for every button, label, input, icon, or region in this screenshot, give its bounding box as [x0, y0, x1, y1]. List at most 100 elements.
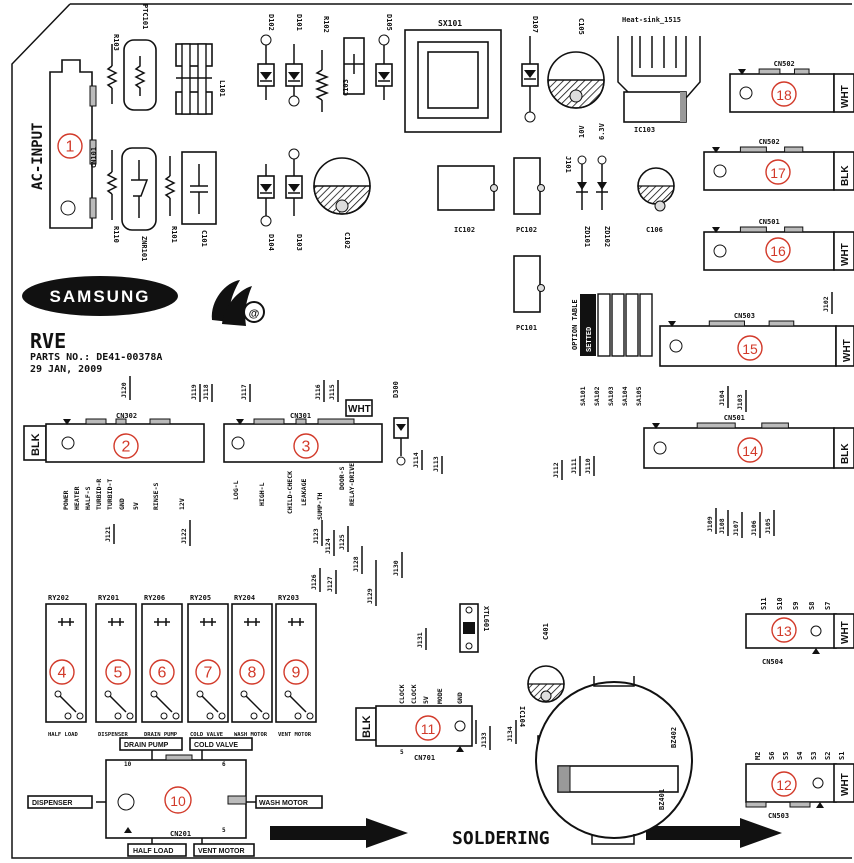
svg-text:S2: S2	[824, 752, 832, 760]
jumper-label: J120	[120, 382, 128, 398]
marker-6: 6	[149, 659, 175, 685]
jumper-label: J114	[412, 452, 420, 468]
marker-number: 1	[66, 139, 75, 156]
svg-text:D103: D103	[295, 234, 303, 251]
svg-text:DRAIN PUMP: DRAIN PUMP	[124, 742, 169, 749]
heat-sink: Heat-sink_1515 IC103	[617, 16, 701, 134]
marker-9: 9	[283, 659, 309, 685]
svg-text:IC104: IC104	[518, 706, 526, 727]
marker-number: 5	[114, 665, 123, 682]
svg-text:PC101: PC101	[516, 324, 537, 332]
cn301-pin-label: LEAKAGE	[300, 479, 308, 506]
svg-text:WHT: WHT	[840, 773, 851, 796]
cn302-pin-label: TURBID-T	[106, 479, 114, 510]
ac-input-connector: AC-INPUT CN101	[30, 59, 98, 229]
marker-13: 13	[771, 617, 797, 643]
svg-text:CN201: CN201	[170, 830, 191, 838]
svg-text:C101: C101	[200, 230, 208, 247]
svg-text:Heat-sink_1515: Heat-sink_1515	[622, 16, 681, 24]
switch-label: SA105	[635, 386, 643, 406]
brand-text: SAMSUNG	[50, 287, 151, 306]
cn302-pin-label: POWER	[62, 490, 70, 510]
svg-text:C102: C102	[343, 232, 351, 249]
marker-number: 8	[248, 665, 257, 682]
marker-number: 2	[122, 439, 131, 456]
marker-number: 6	[158, 665, 167, 682]
marker-18: 18	[771, 81, 797, 107]
relay-label: DRAIN PUMP	[144, 732, 178, 738]
svg-text:S5: S5	[782, 752, 790, 760]
bz401-buzzer: BZ402 BZ401	[535, 676, 693, 845]
cn301-pin-label: CHILD-CHECK	[286, 471, 294, 514]
marker-2: 2	[113, 433, 139, 459]
jumper-label: J134	[506, 726, 514, 742]
jumper-label: J133	[480, 732, 488, 748]
svg-text:D104: D104	[267, 234, 275, 251]
svg-text:C106: C106	[646, 226, 663, 234]
marker-number: 14	[742, 443, 758, 459]
marker-number: 9	[292, 665, 301, 682]
svg-text:SX101: SX101	[438, 19, 462, 28]
marker-7: 7	[195, 659, 221, 685]
jumper-label: J117	[240, 384, 248, 400]
cn301-pin-label: RELAY-DRIVE	[348, 463, 356, 506]
svg-text:S4: S4	[796, 752, 804, 760]
ic102: IC102	[437, 165, 498, 234]
jumper-label: J105	[764, 518, 772, 534]
cn302-pin-label: GND	[118, 498, 126, 510]
marker-11: 11	[415, 715, 441, 741]
marker-number: 12	[776, 777, 792, 793]
svg-text:DISPENSER: DISPENSER	[32, 800, 72, 807]
svg-text:WHT: WHT	[348, 404, 371, 415]
jumper-label: J109	[706, 516, 714, 532]
svg-text:5: 5	[222, 827, 226, 834]
svg-text:R103: R103	[112, 34, 120, 51]
svg-text:L101: L101	[218, 80, 226, 97]
marker-number: 11	[421, 721, 436, 737]
relay-ref: RY201	[98, 594, 119, 602]
marker-5: 5	[105, 659, 131, 685]
marker-14: 14	[737, 437, 763, 463]
svg-text:5: 5	[400, 749, 404, 756]
jumper-label: J110	[584, 458, 592, 474]
svg-text:10: 10	[124, 761, 132, 768]
relay-label: WASH MOTOR	[234, 732, 268, 738]
svg-text:D107: D107	[531, 16, 539, 33]
svg-text:R101: R101	[170, 226, 178, 243]
cn701-pin-label: 5V	[422, 696, 430, 704]
svg-text:CN503: CN503	[768, 812, 789, 820]
svg-text:PC102: PC102	[516, 226, 537, 234]
d105: D105	[375, 14, 393, 100]
jumper-label: J104	[718, 390, 726, 406]
parts-no-text: PARTS NO.: DE41-00378A	[30, 352, 162, 363]
marker-number: 15	[742, 341, 758, 357]
svg-text:SETTED: SETTED	[586, 327, 594, 352]
r103: R103	[106, 34, 120, 104]
c102-capacitor: C102	[313, 157, 371, 249]
svg-text:S9: S9	[792, 602, 800, 610]
xtl601-crystal: XTL601	[459, 603, 490, 653]
connector-color: WHT	[842, 339, 853, 362]
svg-text:R110: R110	[112, 226, 120, 243]
svg-text:WHT: WHT	[840, 621, 851, 644]
cn503-connector: WHT CN503 M2 S6 S5 S4 S3 S2 S1	[745, 752, 854, 820]
ac-input-label: AC-INPUT	[30, 123, 46, 190]
svg-text:D102: D102	[267, 14, 275, 31]
jumper-label: J108	[718, 518, 726, 534]
marker-4: 4	[49, 659, 75, 685]
svg-text:BLK: BLK	[30, 433, 42, 456]
cn701-pin-label: MODE	[436, 688, 444, 704]
svg-text:VENT MOTOR: VENT MOTOR	[198, 848, 245, 855]
jumper-label: J118	[202, 384, 210, 400]
pc102: PC102	[513, 157, 545, 234]
ptc101: PTC101	[123, 4, 157, 111]
svg-text:10V: 10V	[578, 125, 586, 138]
